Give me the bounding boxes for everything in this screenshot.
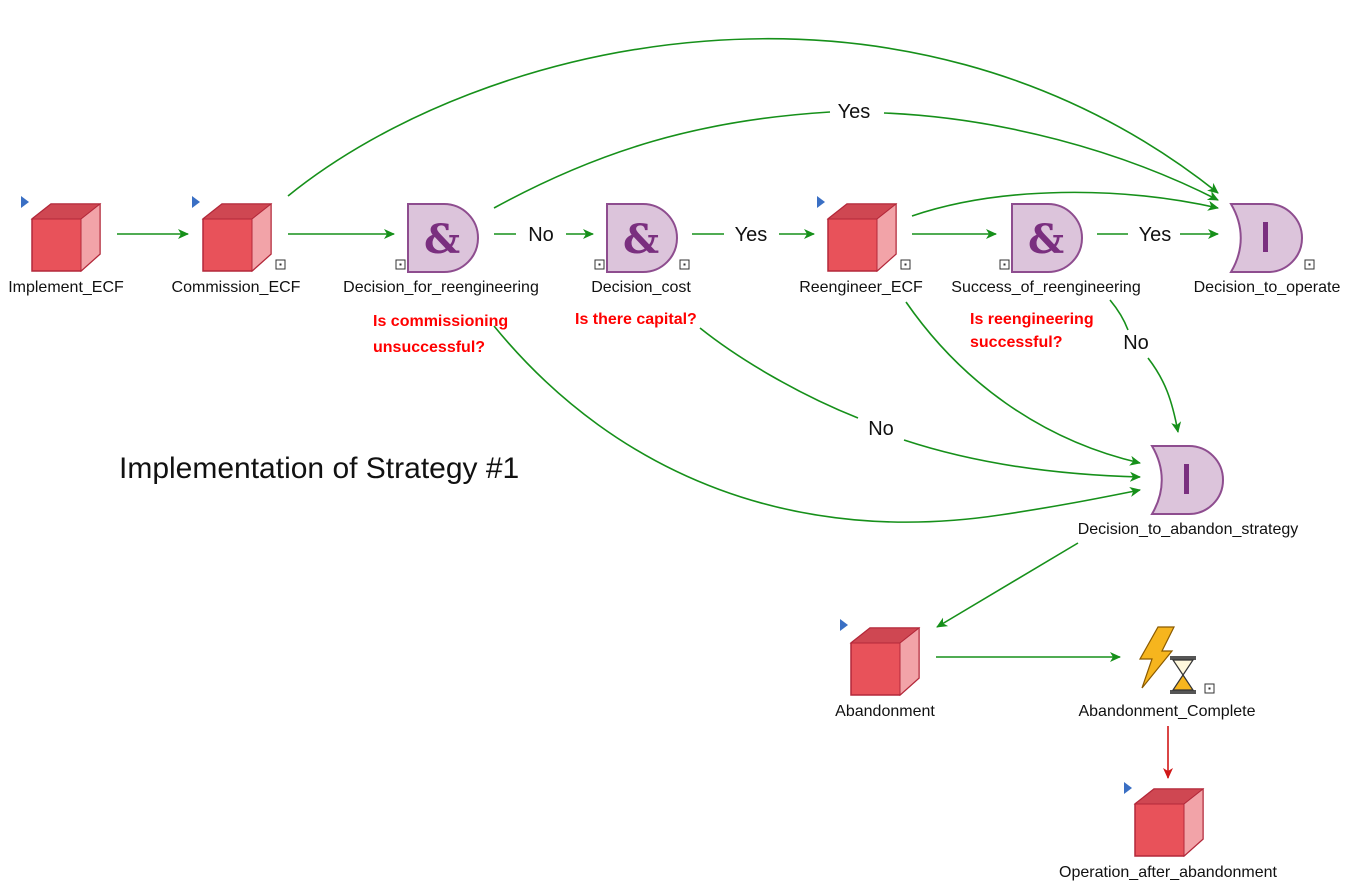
marker-triangle-icon xyxy=(817,196,825,208)
node-label: Abandonment xyxy=(835,703,935,720)
diagram-title: Implementation of Strategy #1 xyxy=(119,452,519,485)
node-label: Commission_ECF xyxy=(172,279,301,296)
notes: Is commissioning unsuccessful? Is there … xyxy=(373,311,1094,356)
or-bar-icon xyxy=(1184,464,1189,494)
edge-abandon-strategy-to-abandonment xyxy=(936,542,1079,628)
expand-box-icon[interactable] xyxy=(1204,683,1215,694)
edges xyxy=(117,38,1219,779)
and-gate-icon xyxy=(407,203,479,273)
and-gate-decision-cost[interactable]: & Decision_cost xyxy=(591,203,691,296)
edge-decision-for-reengineering-to-abandon xyxy=(493,325,1141,523)
edge-success-no-to-abandon xyxy=(1109,299,1178,432)
node-label: Reengineer_ECF xyxy=(799,279,923,296)
event-node-reengineer-ecf[interactable]: Reengineer_ECF xyxy=(799,196,923,296)
note-capital: Is there capital? xyxy=(575,311,697,328)
expand-box-icon[interactable] xyxy=(679,259,690,270)
marker-triangle-icon xyxy=(192,196,200,208)
edge-label-yes-reengineer: Yes xyxy=(735,224,768,246)
or-gate-decision-to-operate[interactable]: Decision_to_operate xyxy=(1194,203,1341,296)
edge-decision-cost-no-to-abandon xyxy=(699,327,1140,477)
expand-box-icon[interactable] xyxy=(999,259,1010,270)
node-label: Operation_after_abandonment xyxy=(1059,864,1277,881)
expand-box-icon[interactable] xyxy=(1304,259,1315,270)
edge-label-yes-success: Yes xyxy=(1139,224,1172,246)
edge-labels: Yes No Yes Yes No No xyxy=(528,101,1171,440)
hourglass-icon xyxy=(1170,656,1196,694)
marker-triangle-icon xyxy=(21,196,29,208)
note-commissioning-line1: Is commissioning xyxy=(373,313,508,330)
edge-reengineer-to-decision-to-operate xyxy=(911,191,1219,217)
node-label: Decision_cost xyxy=(591,279,691,296)
marker-triangle-icon xyxy=(1124,782,1132,794)
note-reengineering-line2: successful? xyxy=(970,334,1062,351)
or-gate-decision-to-abandon-strategy[interactable]: Decision_to_abandon_strategy xyxy=(1078,445,1299,538)
edge-label-no-capital: No xyxy=(868,418,894,440)
timed-node-abandonment-complete[interactable]: Abandonment_Complete xyxy=(1078,626,1256,720)
marker-triangle-icon xyxy=(840,619,848,631)
node-label: Abandonment_Complete xyxy=(1078,703,1255,720)
and-gate-success-of-reengineering[interactable]: & Success_of_reengineering xyxy=(951,203,1141,296)
node-label: Decision_for_reengineering xyxy=(343,279,539,296)
edge-reengineer-to-abandon xyxy=(905,301,1141,466)
and-gate-icon xyxy=(1011,203,1083,273)
ampersand-icon: & xyxy=(1028,216,1064,263)
expand-box-icon[interactable] xyxy=(395,259,406,270)
expand-box-icon[interactable] xyxy=(275,259,286,270)
node-label: Success_of_reengineering xyxy=(951,279,1140,296)
edge-label-yes-top: Yes xyxy=(838,101,871,123)
event-node-operation-after-abandonment[interactable]: Operation_after_abandonment xyxy=(1059,782,1278,881)
node-label: Implement_ECF xyxy=(8,279,124,296)
note-reengineering-line1: Is reengineering xyxy=(970,311,1094,328)
expand-box-icon[interactable] xyxy=(594,259,605,270)
ampersand-icon: & xyxy=(623,216,659,263)
ampersand-icon: & xyxy=(424,216,460,263)
event-node-implement-ecf[interactable]: Implement_ECF xyxy=(8,196,124,296)
event-node-commission-ecf[interactable]: Commission_ECF xyxy=(172,196,301,296)
node-label: Decision_to_operate xyxy=(1194,279,1341,296)
event-node-abandonment[interactable]: Abandonment xyxy=(835,619,935,720)
edge-commission-to-decision-to-operate xyxy=(287,38,1219,197)
expand-box-icon[interactable] xyxy=(900,259,911,270)
lightning-icon xyxy=(1138,626,1175,689)
note-commissioning-line2: unsuccessful? xyxy=(373,339,485,356)
edge-label-no-success: No xyxy=(1123,332,1149,354)
edge-decision-for-reengineering-yes-to-operate xyxy=(493,111,1218,208)
and-gate-decision-for-reengineering[interactable]: & Decision_for_reengineering xyxy=(343,203,539,296)
and-gate-icon xyxy=(606,203,678,273)
node-label: Decision_to_abandon_strategy xyxy=(1078,521,1299,538)
or-bar-icon xyxy=(1263,222,1268,252)
edge-label-no-cost: No xyxy=(528,224,554,246)
